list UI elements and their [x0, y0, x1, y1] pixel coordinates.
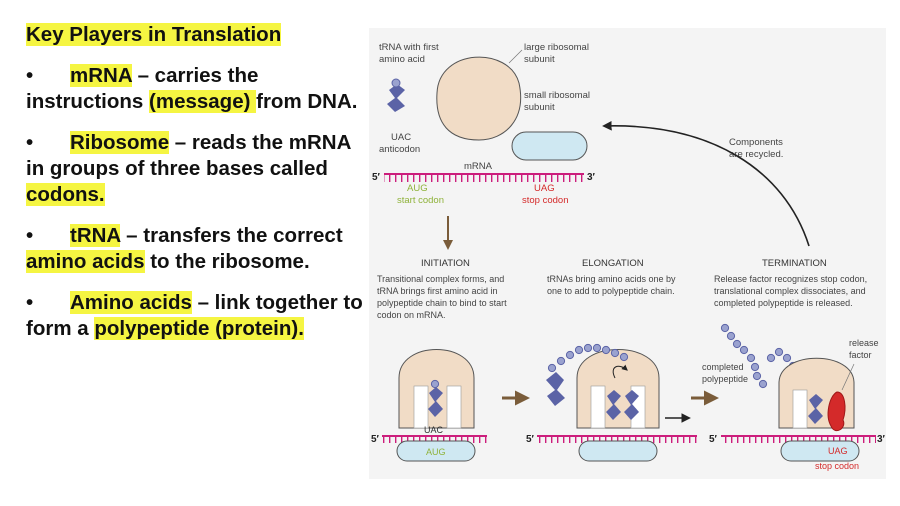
bullet-highlight: (message) [149, 90, 257, 113]
ribosome-site [792, 389, 808, 429]
amino-acid [430, 379, 440, 389]
start-codon-label: start codon [397, 195, 444, 206]
bullet-highlight: polypeptide (protein). [94, 317, 304, 340]
uac-label-top: UAC [391, 132, 411, 143]
release-factor-leader [841, 363, 855, 391]
large-subunit-leader [508, 49, 523, 64]
bullet-highlight: amino acids [26, 250, 145, 273]
small-subunit-initiation [396, 440, 476, 462]
aug-label-top: AUG [407, 183, 428, 194]
trna-initiation [428, 387, 443, 417]
mrna-bases-init [382, 437, 487, 443]
bullet-text: – carries the instructions [26, 64, 259, 113]
bullet-ribosome: • Ribosome – reads the mRNA in groups of … [26, 130, 366, 208]
uag-label-top: UAG [534, 183, 555, 194]
aug-label-init: AUG [426, 447, 446, 457]
small-subunit-top [511, 131, 588, 161]
peptide-transfer-arrow [612, 364, 628, 379]
bullet-amino-acids: • Amino acids – link together to form a p… [26, 290, 366, 342]
three-prime-term: 3′ [877, 434, 886, 445]
ribosome-site [413, 385, 429, 429]
bullet-trna: • tRNA – transfers the correct amino acid… [26, 223, 366, 275]
bullet-term: Amino acids [70, 291, 192, 314]
small-subunit-elongation [578, 440, 658, 462]
initiation-title: INITIATION [421, 258, 470, 269]
mrna-strand-elong [537, 435, 697, 437]
termination-title: TERMINATION [762, 258, 827, 269]
mrna-strand-term [721, 435, 876, 437]
bullet-text: – link together to form a [26, 291, 363, 340]
title-text: Key Players in Translation [26, 23, 282, 46]
mrna-bases-term [721, 437, 876, 443]
bullet-text-end: from DNA. [256, 90, 358, 113]
anticodon-label: anticodon [379, 144, 420, 155]
uag-label-term: UAG [828, 446, 848, 456]
growing-polypeptide [547, 343, 629, 373]
five-prime-elong: 5′ [526, 434, 535, 445]
five-prime-term: 5′ [709, 434, 718, 445]
first-amino-acid [391, 78, 401, 88]
slide-title: Key Players in Translation [26, 22, 366, 48]
five-prime-top: 5′ [372, 172, 381, 183]
first-trna-shape [387, 84, 405, 112]
bullet-text: – transfers the correct [120, 224, 343, 247]
mrna-bases-top [384, 175, 584, 182]
bullet-symbol: • [26, 131, 34, 154]
elongation-title: ELONGATION [582, 258, 644, 269]
ribosome-site [590, 385, 606, 429]
incoming-trna [546, 372, 565, 406]
stop-codon-label: stop codon [522, 195, 568, 206]
uac-label-init: UAC [424, 425, 444, 435]
trna-elongation [606, 390, 621, 420]
ribosome-elongation [576, 349, 660, 429]
bullet-mrna: • mRNA – carries the instructions (messag… [26, 63, 366, 115]
bullet-symbol: • [26, 224, 34, 247]
trna-termination [808, 394, 823, 424]
mrna-label: mRNA [464, 161, 493, 172]
small-subunit-termination [780, 440, 860, 462]
bullet-text: – reads the mRNA in groups of three base… [26, 131, 351, 180]
bullet-term: Ribosome [70, 131, 170, 154]
mrna-strand-init [382, 435, 487, 437]
bullet-highlight: codons. [26, 183, 105, 206]
text-panel: Key Players in Translation • mRNA – carri… [26, 22, 366, 357]
mrna-strand-top [384, 173, 584, 175]
bullet-text-end: to the ribosome. [144, 250, 310, 273]
trna-elongation [624, 390, 639, 420]
bullet-symbol: • [26, 291, 34, 314]
mrna-bases-elong [537, 437, 697, 443]
recycle-arrow [602, 120, 810, 247]
bullet-symbol: • [26, 64, 34, 87]
five-prime-init: 5′ [371, 434, 380, 445]
three-prime-top: 3′ [587, 172, 596, 183]
release-factor-shape [827, 391, 846, 432]
stop-codon-label-term: stop codon [815, 461, 859, 471]
termination-desc: Release factor recognizes stop codon,tra… [714, 274, 867, 308]
bullet-term: tRNA [70, 224, 121, 247]
bullet-term: mRNA [70, 64, 132, 87]
large-subunit-top [436, 56, 521, 141]
ribosome-site [446, 385, 462, 429]
